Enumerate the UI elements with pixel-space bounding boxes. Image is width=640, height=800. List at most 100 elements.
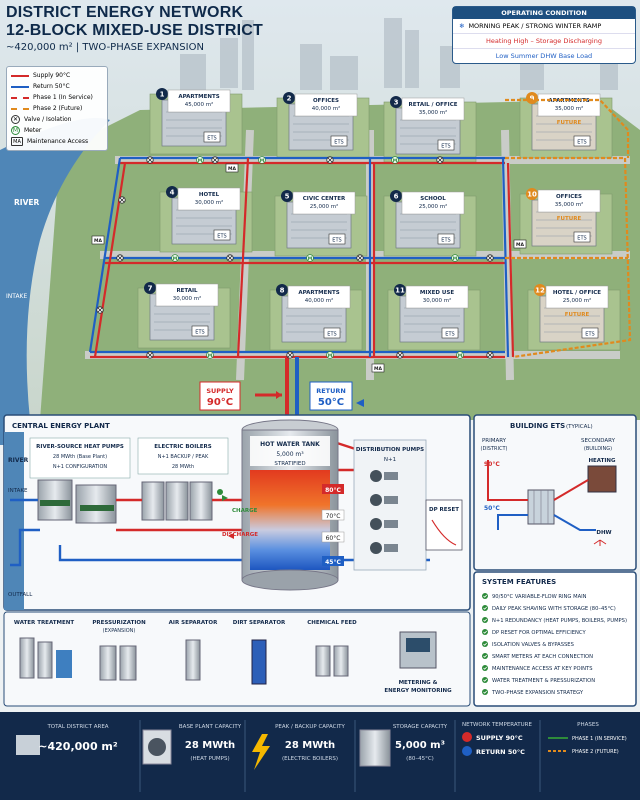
feature-item: TWO-PHASE EXPANSION STRATEGY bbox=[482, 689, 584, 696]
supply-line-swatch bbox=[11, 74, 29, 77]
ets-box bbox=[573, 135, 591, 147]
tag-70 bbox=[321, 509, 345, 521]
footer-dividers bbox=[139, 720, 541, 792]
footer-supply: SUPPLY 90°C bbox=[476, 734, 523, 742]
ets-label: ETS bbox=[195, 330, 204, 336]
block-number: 9 bbox=[530, 95, 535, 103]
block-area: 30,000 m² bbox=[195, 199, 224, 206]
block-area: 35,000 m² bbox=[419, 109, 448, 116]
block-name: APARTMENTS bbox=[178, 94, 219, 100]
snowflake-icon: ❄ bbox=[459, 22, 465, 30]
operating-condition-box: OPERATING CONDITION ❄MORNING PEAK / STRO… bbox=[452, 6, 636, 64]
meter-icon: M bbox=[11, 126, 20, 135]
legend-valve: ✕Valve / Isolation bbox=[11, 114, 103, 125]
phase2-line-swatch bbox=[11, 107, 29, 110]
charge-arrow bbox=[222, 495, 228, 501]
block-name: CIVIC CENTER bbox=[303, 196, 346, 202]
block-area: 25,000 m² bbox=[563, 297, 592, 304]
block-name: OFFICES bbox=[556, 194, 582, 200]
ets-label: ETS bbox=[441, 144, 450, 150]
supply-arrowhead bbox=[276, 391, 282, 399]
block-name: APARTMENTS bbox=[548, 98, 589, 104]
check-icon bbox=[482, 629, 488, 635]
ets-secondary: SECONDARY bbox=[581, 438, 616, 444]
svg-text:M: M bbox=[328, 353, 333, 359]
return-tag-temp: 50°C bbox=[318, 397, 344, 408]
block-area: 30,000 m² bbox=[423, 297, 452, 304]
ets-title: BUILDING ETS bbox=[510, 422, 565, 430]
ets-dhw: DHW bbox=[596, 530, 611, 536]
title-line-2: 12-BLOCK MIXED-USE DISTRICT bbox=[6, 22, 263, 39]
svg-text:M: M bbox=[260, 158, 265, 164]
valve-icon bbox=[436, 156, 444, 164]
aux-pressurization-sub: (EXPANSION) bbox=[103, 628, 136, 634]
oc-row-1: ❄MORNING PEAK / STRONG WINTER RAMP bbox=[453, 19, 635, 34]
block-label-box bbox=[537, 189, 601, 213]
footer-peak-value: 28 MWth bbox=[285, 740, 335, 751]
pump-units bbox=[370, 470, 398, 554]
header-sep: | bbox=[75, 42, 83, 53]
block-number-badge bbox=[144, 282, 156, 294]
footer-area-label: TOTAL DISTRICT AREA bbox=[46, 724, 108, 730]
tag-60 bbox=[321, 531, 345, 543]
ets-label: ETS bbox=[441, 238, 450, 244]
maintenance-access-icon: MA bbox=[513, 239, 527, 249]
legend-meter-label: Meter bbox=[24, 127, 42, 134]
river-label: RIVER bbox=[14, 198, 39, 207]
check-icon bbox=[482, 653, 488, 659]
oc-title: OPERATING CONDITION bbox=[453, 7, 635, 19]
block-number-badge bbox=[394, 284, 406, 296]
legend-phase1-label: Phase 1 (In Service) bbox=[33, 94, 93, 101]
svg-text:M: M bbox=[458, 353, 463, 359]
meter-icon: M bbox=[258, 156, 266, 164]
ets-label: ETS bbox=[577, 236, 586, 242]
feature-item: MAINTENANCE ACCESS AT KEY POINTS bbox=[482, 665, 593, 672]
legend-meter: M Meter bbox=[11, 125, 103, 136]
tank-stratified: STRATIFIED bbox=[274, 461, 305, 467]
block-label-box bbox=[167, 89, 231, 113]
block-number-badge bbox=[276, 284, 288, 296]
ets-panel bbox=[473, 414, 637, 571]
check-icon bbox=[482, 689, 488, 695]
ets-box bbox=[581, 327, 599, 339]
oc-line-2: Heating High – Storage Discharging bbox=[486, 37, 602, 45]
legend-supply-label: Supply 90°C bbox=[33, 72, 71, 79]
check-icon bbox=[482, 617, 488, 623]
block-number: 12 bbox=[535, 287, 545, 295]
block-area: 40,000 m² bbox=[312, 105, 341, 112]
valve-icon bbox=[486, 254, 494, 262]
tank-t80: 80°C bbox=[325, 487, 341, 494]
valve-icon: ✕ bbox=[11, 115, 20, 124]
tank-volume: 5,000 m³ bbox=[276, 451, 304, 458]
title-line-1: DISTRICT ENERGY NETWORK bbox=[6, 4, 244, 21]
ets-heating: HEATING bbox=[588, 458, 616, 464]
feature-text: N+1 REDUNDANCY (HEAT PUMPS, BOILERS, PUM… bbox=[492, 618, 627, 624]
footer-temp-label: NETWORK TEMPERATURE bbox=[462, 722, 532, 728]
block-label-box bbox=[294, 93, 358, 117]
block-number-badge bbox=[281, 190, 293, 202]
check-icon bbox=[482, 593, 488, 599]
aux-pressurization: PRESSURIZATION bbox=[92, 620, 146, 626]
pumps-sub: N+1 bbox=[384, 457, 396, 463]
svg-text:M: M bbox=[453, 256, 458, 262]
feature-text: DAILY PEAK SHAVING WITH STORAGE (80–45°C… bbox=[492, 606, 616, 612]
discharge-arrow bbox=[228, 533, 234, 539]
ets-primary: PRIMARY bbox=[482, 438, 507, 444]
feature-item: DP RESET FOR OPTIMAL EFFICIENCY bbox=[482, 629, 586, 636]
valve-icon bbox=[226, 254, 234, 262]
block-number-badge bbox=[390, 96, 402, 108]
block-future-tag: FUTURE bbox=[557, 120, 582, 126]
footer-storage-sub: (80–45°C) bbox=[406, 756, 434, 762]
valve-icon bbox=[326, 156, 334, 164]
ets-box bbox=[213, 229, 231, 241]
oc-row-3: Low Summer DHW Base Load bbox=[453, 49, 635, 63]
valve-icon bbox=[146, 351, 154, 359]
footer-base-sub: (HEAT PUMPS) bbox=[190, 756, 229, 762]
hp-line1: 28 MWth (Base Plant) bbox=[53, 454, 107, 460]
block-name: RETAIL bbox=[176, 288, 198, 294]
